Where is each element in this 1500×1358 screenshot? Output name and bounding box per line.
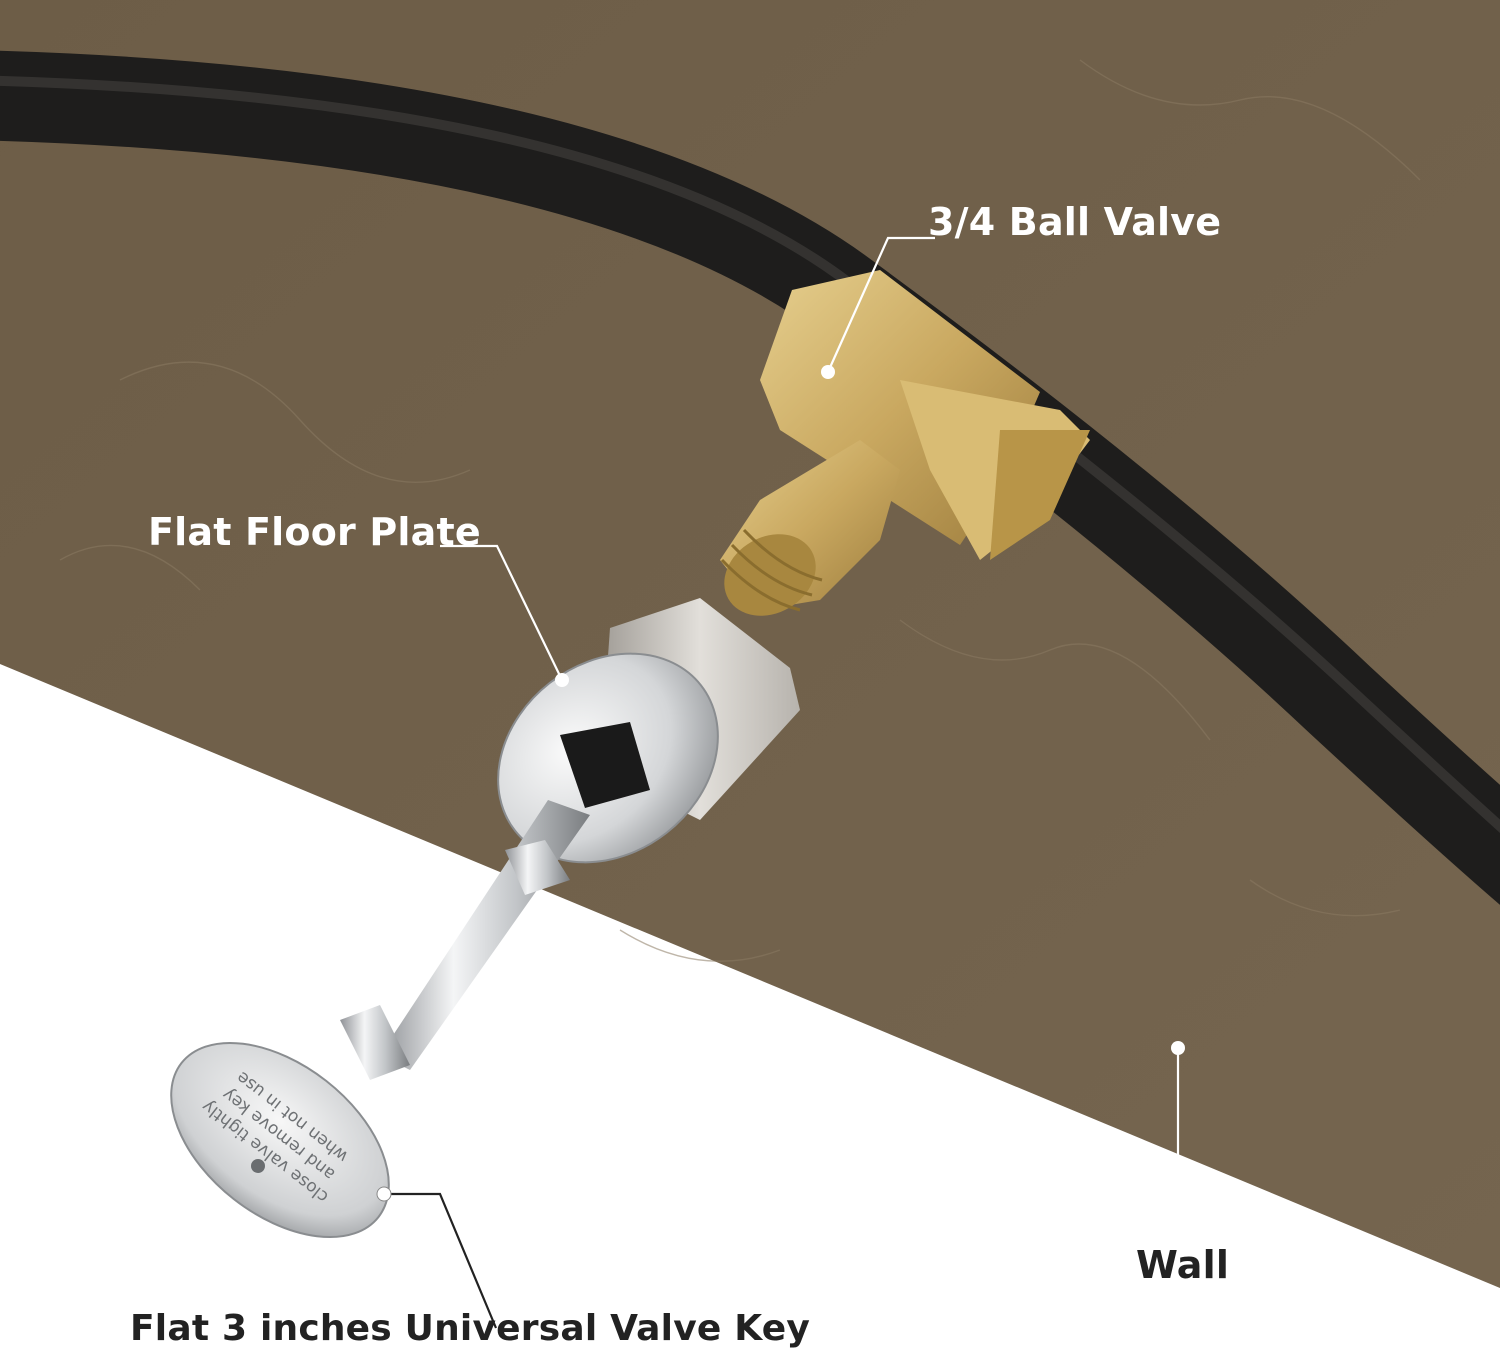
label-ball-valve: 3/4 Ball Valve [928, 200, 1222, 244]
callout-dot-wall [1171, 1041, 1185, 1055]
callout-dot-ball-valve [821, 365, 835, 379]
callout-line-ball-valve [826, 236, 935, 373]
callout-dot-valve-key [376, 1186, 392, 1202]
callout-lines [384, 236, 1180, 1329]
ball-valve [720, 270, 1090, 616]
label-wall: Wall [1136, 1243, 1230, 1287]
callout-line-floor-plate [440, 544, 563, 681]
label-floor-plate: Flat Floor Plate [148, 510, 481, 554]
valve-key-stem [340, 800, 590, 1080]
label-valve-key: Flat 3 inches Universal Valve Key [130, 1308, 810, 1349]
callout-dot-floor-plate [555, 673, 569, 687]
callout-line-valve-key [384, 1192, 498, 1329]
callout-dots [376, 365, 1185, 1202]
valve-key-handle [170, 1041, 390, 1239]
